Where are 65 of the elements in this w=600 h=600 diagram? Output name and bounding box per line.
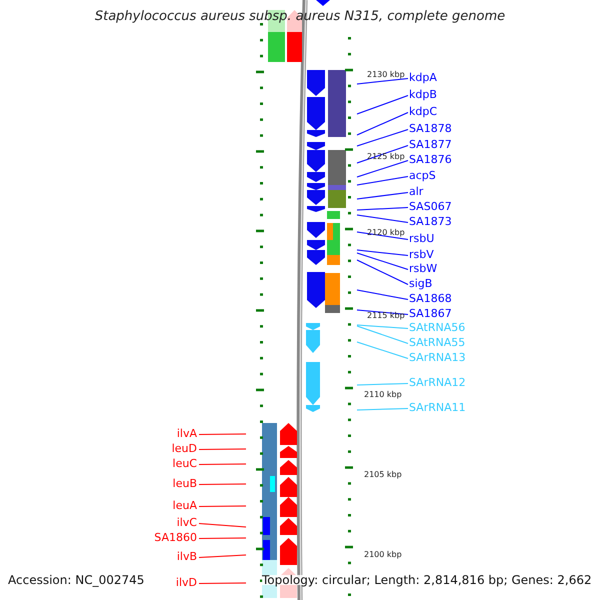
gene-label: acpS <box>409 169 436 182</box>
gene-label: kdpA <box>409 71 437 84</box>
footer-text: Accession: NC_002745 <box>8 575 144 585</box>
gene-label: rsbW <box>409 262 438 275</box>
leader-line <box>356 95 408 114</box>
gene-label: rsbV <box>409 248 434 261</box>
gene-label: ilvC <box>176 516 197 529</box>
gene-label: sigB <box>409 277 432 290</box>
gene-label: alr <box>409 185 424 198</box>
leader-line <box>356 214 408 223</box>
leader-line <box>356 252 408 270</box>
gene-label: SArRNA13 <box>409 351 466 364</box>
leader-line <box>356 112 408 136</box>
leader-line <box>356 250 408 256</box>
gene-label: SA1876 <box>409 153 452 166</box>
scale-label: 2110 kbp <box>364 390 402 400</box>
leader-line <box>356 207 408 210</box>
leader-line <box>356 310 408 315</box>
leader-line <box>198 448 246 450</box>
gene-label: SA1878 <box>409 122 452 135</box>
leader-line <box>198 506 246 507</box>
leader-line <box>198 464 246 465</box>
leader-line <box>356 326 408 344</box>
leader-line <box>198 554 246 558</box>
leader-line <box>356 260 408 285</box>
footer-text: Topology: circular; Length: 2,814,816 bp; Genes: 2,662 <box>262 575 592 585</box>
genome-title: Staphylococcus aureus subsp. aureus N315, complete genome <box>94 9 506 24</box>
leader-line <box>356 176 408 186</box>
gene-label: leuA <box>172 499 197 512</box>
leader-line <box>198 538 246 539</box>
leader-line <box>356 160 408 178</box>
leader-line <box>356 408 408 410</box>
gene-label: SA1873 <box>409 215 452 228</box>
gene-label: leuC <box>172 457 197 470</box>
leader-line <box>356 324 408 329</box>
gene-label: SAtRNA55 <box>409 336 466 349</box>
gene-label: SAtRNA56 <box>409 321 466 334</box>
leader-line <box>356 290 408 300</box>
leader-line <box>356 342 408 359</box>
gene-label: SA1867 <box>409 307 452 320</box>
scale-label: 2100 kbp <box>364 550 402 560</box>
leader-line <box>356 78 408 84</box>
gene-label: ilvA <box>176 427 197 440</box>
gene-label: kdpB <box>409 88 437 101</box>
leader-line <box>356 192 408 200</box>
gene-label: SA1877 <box>409 138 452 151</box>
leader-line <box>198 582 246 584</box>
leader-line <box>198 484 246 485</box>
leader-line <box>198 523 246 528</box>
gene-label: SA1860 <box>154 531 197 544</box>
leader-line <box>356 129 408 146</box>
leader-line <box>356 383 408 386</box>
gene-label: SA1868 <box>409 292 452 305</box>
gene-label: SArRNA12 <box>409 376 466 389</box>
gene-label: kdpC <box>409 105 438 118</box>
gene-label: SAS067 <box>409 200 452 213</box>
gene-label: SArRNA11 <box>409 401 466 414</box>
gene-label: rsbU <box>409 232 434 245</box>
scale-label: 2105 kbp <box>364 470 402 480</box>
gene-label: leuB <box>172 477 197 490</box>
gene-label: ilvD <box>176 576 197 589</box>
gene-label: leuD <box>172 442 197 455</box>
leader-line <box>198 434 246 435</box>
scale-label: 2130 kbp <box>367 70 405 80</box>
gene-label: ilvB <box>176 550 197 563</box>
